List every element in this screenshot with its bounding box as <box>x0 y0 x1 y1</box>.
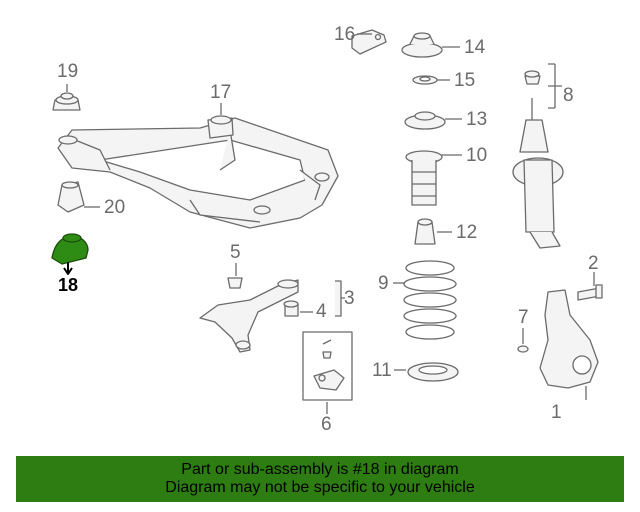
bushing-4[interactable] <box>283 300 313 317</box>
callout-4: 4 <box>316 301 327 322</box>
control-arm-3[interactable] <box>199 279 345 353</box>
strut-mount-14[interactable] <box>401 32 460 58</box>
washer-15[interactable] <box>412 75 450 85</box>
nut-7[interactable] <box>517 328 529 353</box>
callout-14: 14 <box>464 37 486 58</box>
callout-17: 17 <box>210 82 232 103</box>
banner-line-1: Part or sub-assembly is #18 in diagram <box>181 461 459 478</box>
callout-7: 7 <box>518 307 529 328</box>
callout-15: 15 <box>454 70 476 91</box>
callout-10: 10 <box>466 145 488 166</box>
spring-seat-11[interactable] <box>394 362 459 382</box>
strut-assembly-8[interactable] <box>512 63 564 249</box>
subframe-crossmember[interactable] <box>57 103 339 229</box>
callout-18: 18 <box>58 275 79 295</box>
mount-bushing-19[interactable] <box>52 84 81 111</box>
callout-1: 1 <box>551 402 562 423</box>
coil-spring-9[interactable] <box>393 260 457 340</box>
callout-2: 2 <box>588 253 599 274</box>
highlighted-part-18[interactable] <box>51 233 89 275</box>
bolt-5[interactable] <box>227 263 243 289</box>
callout-3: 3 <box>344 288 355 309</box>
bump-stop-12[interactable] <box>414 218 452 245</box>
callout-12: 12 <box>456 222 478 243</box>
callout-11: 11 <box>372 360 392 381</box>
callout-6: 6 <box>321 414 332 435</box>
callout-13: 13 <box>466 109 488 130</box>
callout-16: 16 <box>334 24 356 45</box>
callout-19: 19 <box>57 61 79 82</box>
parts-diagram <box>51 29 603 414</box>
banner-line-2: Diagram may not be specific to your vehi… <box>165 479 475 496</box>
ball-joint-6[interactable] <box>302 331 353 414</box>
mount-bushing-20[interactable] <box>57 181 100 213</box>
steering-knuckle-1[interactable] <box>539 289 599 400</box>
callout-20: 20 <box>104 197 126 218</box>
bolt-2[interactable] <box>577 272 603 301</box>
dust-boot-10[interactable] <box>405 150 462 206</box>
callout-8: 8 <box>563 85 574 106</box>
callout-9: 9 <box>378 273 389 294</box>
spring-seat-13[interactable] <box>404 111 462 130</box>
callout-5: 5 <box>230 242 241 263</box>
bracket-16[interactable] <box>351 29 387 55</box>
info-banner: Part or sub-assembly is #18 in diagram D… <box>16 456 624 502</box>
